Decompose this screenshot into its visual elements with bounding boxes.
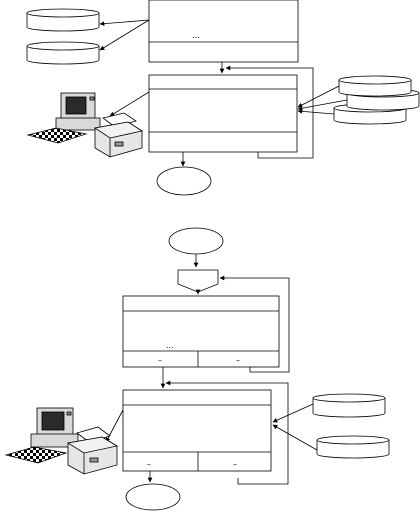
top-process-box xyxy=(148,0,299,63)
arrow-process-to-store-1 xyxy=(99,19,150,27)
computer-printer-group-bottom xyxy=(4,407,119,475)
last-process-box xyxy=(122,389,272,472)
printer-icon xyxy=(66,426,119,475)
lower-process-box xyxy=(122,295,280,368)
lower-process-ellipsis: ... xyxy=(166,341,174,350)
arrow-last-to-printer xyxy=(105,409,124,443)
arrow-store-b-to-middle xyxy=(297,99,348,111)
last-process-left-tick: – xyxy=(147,460,151,469)
arrow-process-to-store-2 xyxy=(99,19,150,51)
computer-printer-group-top xyxy=(26,92,144,158)
bottom-data-store-2 xyxy=(316,435,390,459)
middle-process-box xyxy=(148,74,298,153)
arrow-store-to-last-1 xyxy=(272,403,314,423)
bottom-data-store-1 xyxy=(312,393,386,418)
printer-icon xyxy=(93,112,144,158)
data-store-2 xyxy=(26,41,100,65)
arrow-middle-to-printer xyxy=(109,91,150,117)
lower-process-left-tick: – xyxy=(158,356,162,365)
computer-icon xyxy=(30,407,79,448)
terminator-2 xyxy=(125,483,181,511)
arrow-store-c-to-middle xyxy=(297,108,335,115)
lower-process-right-tick: – xyxy=(236,356,240,365)
keyboard-icon xyxy=(4,446,68,464)
feedback-loop-bottom xyxy=(219,275,290,373)
manual-input-shape xyxy=(177,269,219,293)
keyboard-icon xyxy=(26,127,88,144)
terminator-1 xyxy=(156,166,212,196)
last-process-right-tick: – xyxy=(233,460,237,469)
arrow-store-to-last-2 xyxy=(272,424,318,451)
feedback-loop-top xyxy=(225,65,314,159)
feedback-loop-last xyxy=(165,380,289,485)
data-store-1 xyxy=(26,8,100,32)
computer-icon xyxy=(55,92,101,131)
stacked-data-store-1 xyxy=(338,75,412,97)
arrow-store-a-to-middle xyxy=(297,85,340,108)
start-terminator xyxy=(168,227,224,255)
top-process-ellipsis: ... xyxy=(192,31,200,40)
